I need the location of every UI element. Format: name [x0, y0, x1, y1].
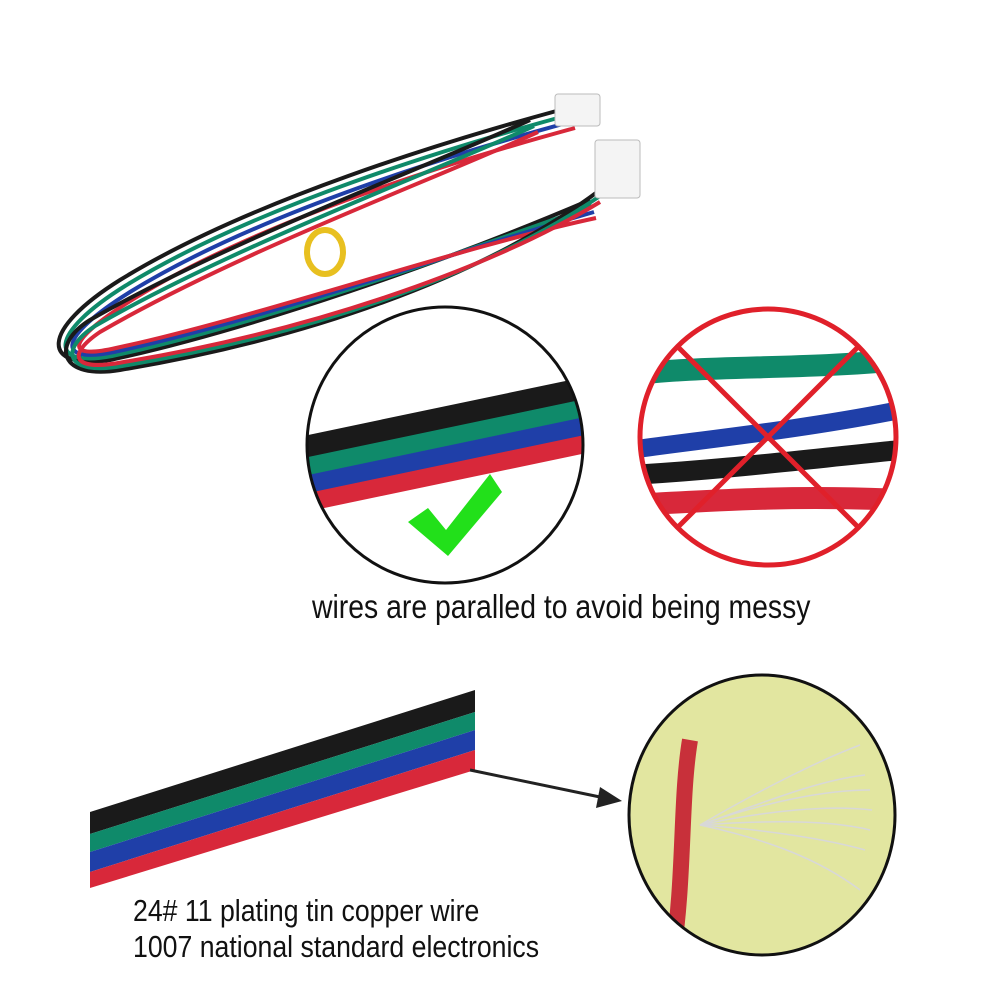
parallel-wires-circle: [305, 305, 585, 585]
messy-wires-circle: [637, 306, 899, 568]
spec-caption: 24# 11 plating tin copper wire 1007 nati…: [133, 893, 539, 965]
parallel-caption: wires are paralled to avoid being messy: [312, 588, 811, 625]
coiled-cable-photo: [56, 93, 641, 374]
spec-line-1: 24# 11 plating tin copper wire: [133, 893, 480, 928]
stripped-wire-oval: [627, 673, 897, 957]
checkmark-icon: [408, 474, 502, 556]
arrow-icon: [469, 768, 622, 808]
spec-line-2: 1007 national standard electronics: [133, 929, 540, 964]
cross-icon: [676, 345, 860, 529]
ribbon-cable-closeup: [90, 690, 475, 888]
